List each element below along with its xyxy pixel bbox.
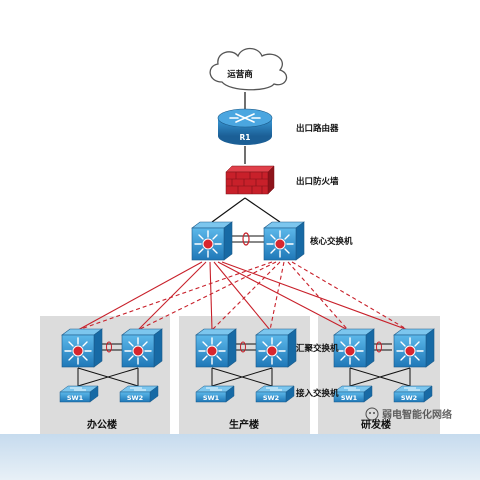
building-name-office: 办公楼	[87, 418, 117, 431]
watermark-text: 弱电智能化网络	[382, 408, 452, 421]
access-label: 接入交换机	[296, 388, 339, 399]
agg-switch-production-2-icon	[255, 328, 297, 368]
agg-switch-rnd-1-icon	[333, 328, 375, 368]
agg-switch-office-1-icon	[61, 328, 103, 368]
aggregation-label: 汇聚交换机	[296, 343, 339, 354]
access-switch-label: SW2	[263, 394, 279, 402]
cloud-icon	[209, 47, 288, 91]
router-label: 出口路由器	[296, 123, 339, 134]
agg-switch-rnd-2-icon	[393, 328, 435, 368]
access-switch-label: SW1	[203, 394, 220, 402]
core-switch-2-icon	[263, 221, 305, 261]
access-switch-label: SW2	[401, 394, 417, 402]
agg-switch-production-1-icon	[195, 328, 237, 368]
building-internal-links	[77, 343, 411, 387]
access-switch-label: SW2	[127, 394, 143, 402]
watermark-logo-icon	[365, 407, 379, 421]
bottom-band	[0, 434, 480, 480]
router-name: R1	[240, 133, 251, 142]
isp-label: 运营商	[227, 69, 253, 80]
aggregation-loop-markers	[106, 341, 382, 353]
access-switch-label: SW1	[67, 394, 84, 402]
core-switch-label: 核心交换机	[310, 236, 353, 247]
access-switch-label: SW1	[341, 394, 358, 402]
router-icon	[217, 108, 273, 145]
building-name-rnd: 研发楼	[361, 418, 391, 431]
firewall-label: 出口防火墙	[296, 176, 339, 187]
firewall-icon	[225, 165, 275, 195]
agg-switch-office-2-icon	[121, 328, 163, 368]
building-name-production: 生产楼	[229, 418, 259, 431]
uplink-lines	[211, 92, 281, 223]
core-aggregation-links	[77, 261, 409, 331]
core-switch-1-icon	[191, 221, 233, 261]
